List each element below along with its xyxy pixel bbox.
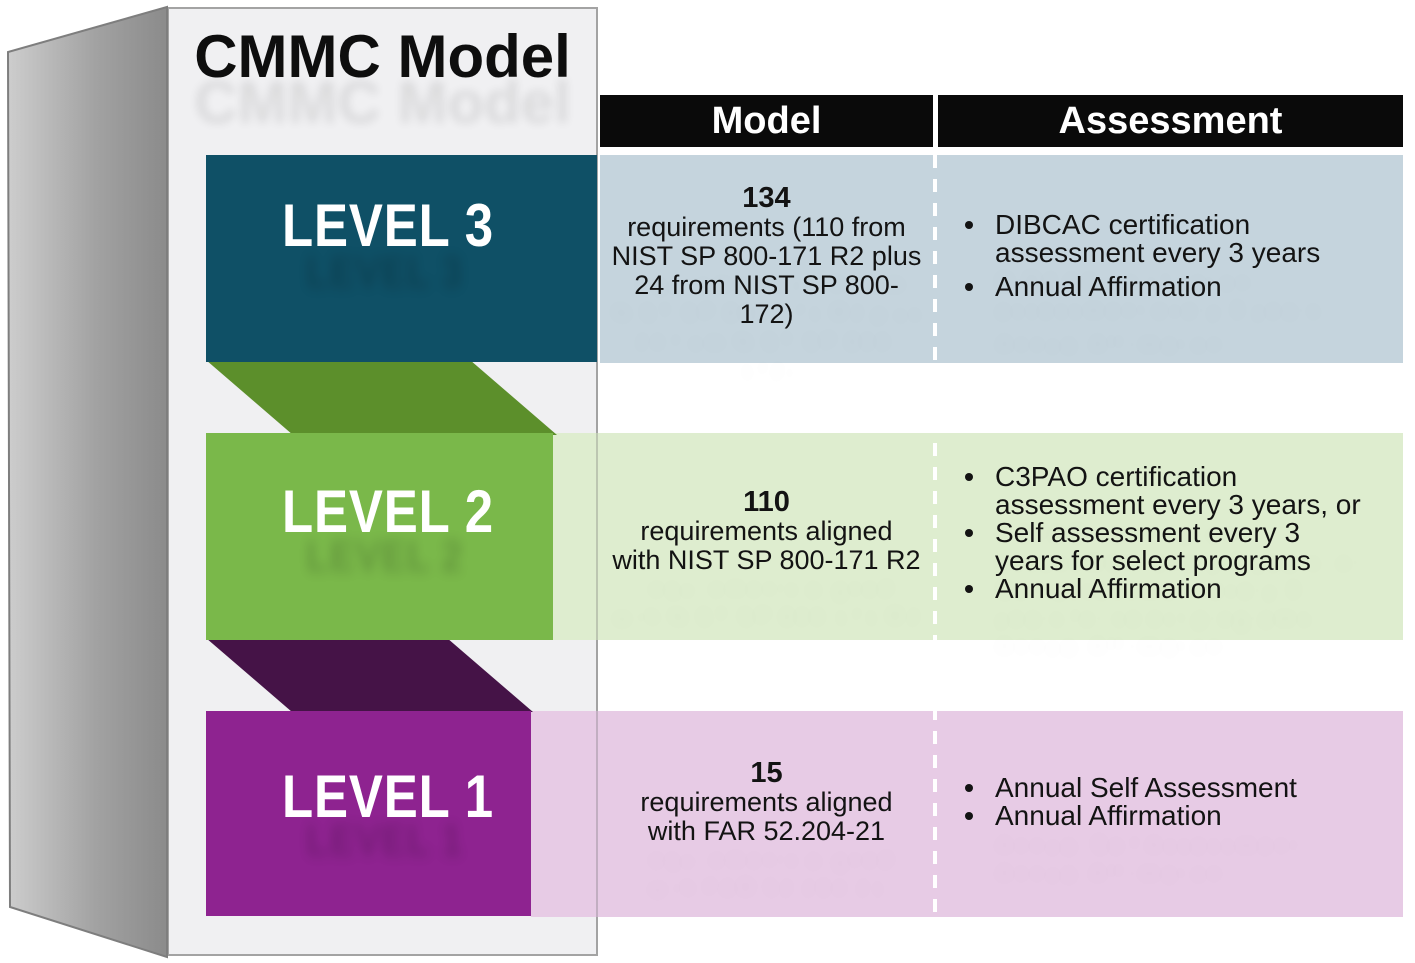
model-cell-level3: 134 requirements (110 from NIST SP 800-1… — [600, 155, 933, 363]
requirement-count: 110 — [743, 486, 790, 518]
assessment-item: Self assessment every 3 years for select… — [965, 518, 1403, 575]
row-level3-background — [600, 155, 1403, 363]
level2-label: LEVEL 2 — [282, 478, 494, 545]
assessment-cell-level1: Annual Self Assessment Annual Affirmatio… — [938, 711, 1403, 917]
assessment-item: C3PAO certification assessment every 3 y… — [965, 462, 1403, 519]
model-cell-level2: 110 requirements aligned with NIST SP 80… — [600, 433, 933, 640]
header-model: Model — [600, 95, 933, 147]
box-side-panel — [6, 5, 168, 959]
requirement-text: requirements aligned with NIST SP 800-17… — [612, 516, 921, 575]
level1-label-ghost: LEVEL 1 — [306, 816, 463, 865]
level2-block: LEVEL 2 LEVEL 2 — [206, 433, 553, 640]
level1-label: LEVEL 1 — [282, 763, 494, 830]
bullet-icon — [965, 472, 973, 481]
requirement-text: requirements (110 from NIST SP 800-171 R… — [611, 211, 922, 329]
assessment-item: Annual Self Assessment — [965, 774, 1403, 802]
bullet-icon — [965, 784, 973, 792]
requirement-count: 134 — [742, 181, 791, 214]
bullet-icon — [965, 812, 973, 820]
panel-edge — [596, 433, 598, 640]
panel-edge — [596, 711, 598, 917]
level3-block: LEVEL 3 LEVEL 3 — [206, 155, 597, 362]
column-divider-dashed — [933, 155, 937, 917]
page-title: CMMC Model — [194, 23, 571, 90]
assessment-cell-level3: DIBCAC certification assessment every 3 … — [938, 155, 1403, 363]
bullet-icon — [965, 584, 973, 593]
level3-label: LEVEL 3 — [282, 192, 494, 259]
fold-level2 — [206, 360, 557, 435]
row-level2-background — [553, 433, 1403, 640]
fold-level1 — [206, 638, 533, 712]
level3-label-ghost: LEVEL 3 — [306, 248, 463, 297]
assessment-item: DIBCAC certification assessment every 3 … — [965, 211, 1403, 267]
requirement-count: 15 — [750, 756, 783, 789]
assessment-item: Annual Affirmation — [965, 574, 1403, 603]
bullet-icon — [965, 221, 973, 229]
assessment-cell-level2: C3PAO certification assessment every 3 y… — [938, 433, 1403, 640]
level1-block: LEVEL 1 LEVEL 1 — [206, 711, 531, 916]
header-assessment: Assessment — [938, 95, 1403, 147]
level2-label-ghost: LEVEL 2 — [306, 532, 463, 581]
assessment-item: Annual Affirmation — [965, 802, 1403, 830]
assessment-item: Annual Affirmation — [965, 273, 1403, 301]
model-cell-level1: 15 requirements aligned with FAR 52.204-… — [600, 711, 933, 917]
bullet-icon — [965, 283, 973, 291]
bullet-icon — [965, 528, 973, 537]
requirement-text: requirements aligned with FAR 52.204-21 — [640, 786, 893, 846]
